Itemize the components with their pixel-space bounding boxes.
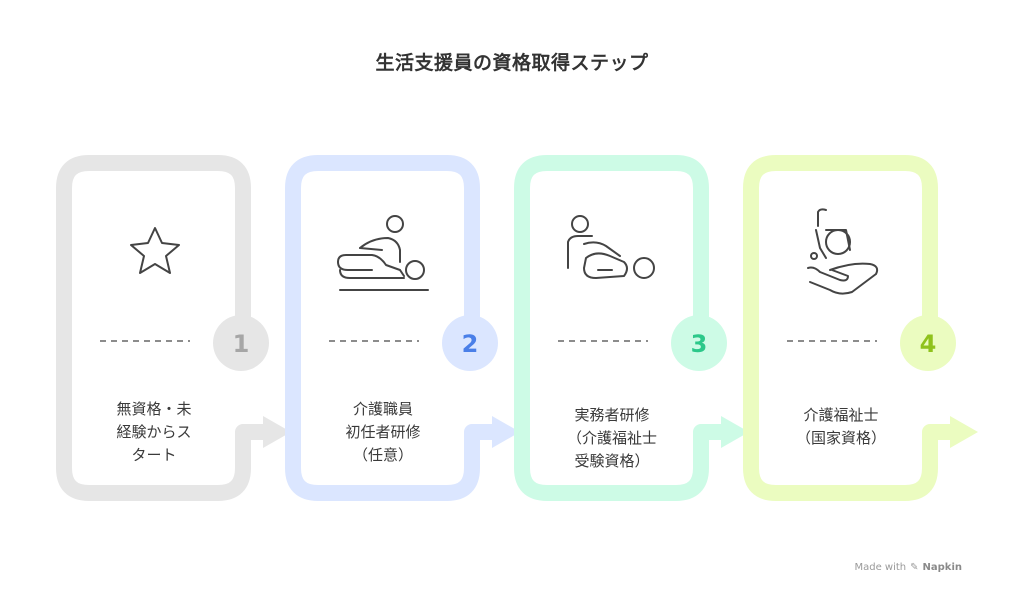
step-1-label-line: 経験からス bbox=[116, 423, 192, 441]
footer-credit: Made with ✎ Napkin bbox=[854, 562, 962, 573]
step-3: 3 bbox=[514, 155, 749, 501]
step-2-label-line: 介護職員 bbox=[352, 400, 413, 418]
step-1: 1 bbox=[56, 155, 291, 501]
step-3-track bbox=[514, 155, 723, 501]
step-1-badge bbox=[213, 315, 269, 371]
massage-therapy-icon bbox=[337, 215, 429, 291]
step-3-label-line: 実務者研修 bbox=[574, 406, 650, 424]
napkin-logo-icon: ✎ bbox=[910, 562, 919, 573]
star-icon bbox=[130, 227, 180, 274]
step-2-number: 2 bbox=[462, 330, 479, 358]
step-3-label: 実務者研修 （介護福祉士 受験資格） bbox=[552, 404, 672, 473]
step-4-arrow bbox=[950, 416, 978, 448]
step-1-label-line: タート bbox=[131, 446, 177, 464]
step-3-label-line: 受験資格） bbox=[574, 452, 650, 470]
step-2-label-line: （任意） bbox=[352, 446, 413, 464]
step-3-label-line: （介護福祉士 bbox=[566, 429, 657, 447]
step-4: 4 bbox=[743, 155, 978, 501]
diagram-title: 生活支援員の資格取得ステップ bbox=[375, 52, 649, 74]
caregiver-patient-icon bbox=[567, 215, 655, 279]
made-with-text: Made with bbox=[854, 562, 907, 573]
step-1-label-line: 無資格・未 bbox=[116, 400, 192, 418]
step-3-arrow bbox=[721, 416, 749, 448]
step-4-badge bbox=[900, 315, 956, 371]
step-4-label-line: （国家資格） bbox=[795, 429, 886, 447]
step-2-badge bbox=[442, 315, 498, 371]
step-1-track bbox=[56, 155, 265, 501]
step-4-label: 介護福祉士 （国家資格） bbox=[781, 404, 901, 450]
step-3-badge bbox=[671, 315, 727, 371]
wheelchair-hand-icon bbox=[807, 208, 879, 295]
step-4-track bbox=[743, 155, 952, 501]
step-4-number: 4 bbox=[920, 330, 937, 358]
step-1-number: 1 bbox=[233, 330, 250, 358]
brand-name: Napkin bbox=[922, 562, 962, 573]
step-2-label-line: 初任者研修 bbox=[345, 423, 421, 441]
step-2-label: 介護職員 初任者研修 （任意） bbox=[323, 398, 443, 467]
step-2-arrow bbox=[492, 416, 520, 448]
step-2: 2 bbox=[285, 155, 520, 501]
step-3-number: 3 bbox=[691, 330, 708, 358]
step-1-arrow bbox=[263, 416, 291, 448]
step-1-label: 無資格・未 経験からス タート bbox=[94, 398, 214, 467]
step-4-label-line: 介護福祉士 bbox=[803, 406, 879, 424]
step-2-track bbox=[285, 155, 494, 501]
